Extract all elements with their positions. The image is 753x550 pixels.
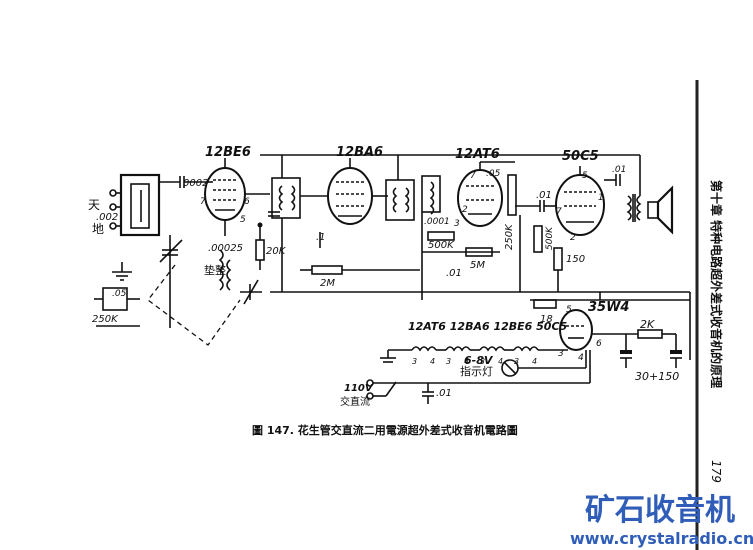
coupling-cap: .01 500K [515,190,558,253]
t1-pin-7: 7 [200,197,206,207]
res-20k-label: 20K [266,246,287,257]
res-5m-label: 5M [470,260,485,271]
res-18-label: 18 [540,314,553,325]
mains-label: 交直流 [340,395,370,408]
cap-01-out-label: .01 [612,165,626,175]
t3-pin-3: 3 [454,219,460,229]
output-transformer [626,194,642,222]
if-transformer-1 [268,177,301,219]
tube-35w4-label: 35W4 [588,300,629,315]
heater-pin-7: 3 [514,357,519,366]
gang-link [147,264,241,346]
tube-35w4: 35W4 3 5 4 6 18 [533,299,629,363]
t4-pin-5: 5 [582,171,588,181]
if-transformer-2 [385,179,415,221]
heater-pin-4: 4 [464,357,469,366]
cap-0001-label: .0001 [424,217,450,227]
t5-pin-6: 6 [596,339,602,349]
heater-string-label: 12AT6 12BA6 12BE6 50C5 [408,320,568,333]
heater-string: 12AT6 12BA6 12BE6 50C5 3 4 3 4 3 4 3 4 [380,320,568,366]
tube-12ba6-label: 12BA6 [336,145,383,160]
res-150-label: 150 [566,254,585,265]
cap-00025-mid-label: .00025 [208,243,243,254]
cap-01-line-label: .01 [436,388,452,399]
cap-05-label: .05 [486,169,501,179]
tube-12at6: 12AT6 7 2 3 .05 250K 500K .01 5M [421,147,517,300]
watermark-url: www.crystalradio.cn [570,529,753,548]
filter-section: 2K 30+150 [592,318,682,383]
heater-pin-6: 4 [498,357,503,366]
tube-50c5-label: 50C5 [562,149,599,164]
cap-01b-label: .01 [536,190,552,201]
t4-pin-2: 2 [570,233,576,243]
svg-text:.05: .05 [112,289,127,299]
res-250k-label: 250K [504,223,515,250]
antenna-section: 天 地 .002 00025 250K .05 [88,173,241,346]
mains-voltage-label: 110V [344,383,374,394]
heater-pin-5: 3 [480,357,485,366]
res-500k-label: 500K [428,240,455,251]
loop-antenna [119,173,161,237]
heater-pin-3: 3 [446,357,451,366]
cap-002-label: .002 [96,212,118,223]
pilot-lamp: 6-8V 指示灯 [460,350,587,378]
ground-label: 地 [92,222,104,236]
watermark-brand: 矿石收音机 [585,493,735,528]
t3-pin-7: 7 [470,171,476,181]
tube-12be6-label: 12BE6 [205,145,251,160]
t5-pin-3: 3 [558,349,564,359]
t5-pin-4: 4 [578,353,584,363]
detector-coil: .0001 [421,175,450,227]
res-2k-label: 2K [640,318,655,331]
t1-pin-6: 6 [244,197,250,207]
watermark: 矿石收音机 www.crystalradio.cn [570,493,753,548]
padder-label: 垫整 [204,263,226,277]
cap-30-150-label: 30+150 [635,370,679,383]
tube-50c5: 50C5 7 5 1 2 150 .01 [553,149,626,292]
t5-pin-5: 5 [566,305,572,315]
t1-pin-5: 5 [240,215,246,225]
t4-pin-1: 1 [598,193,604,203]
pilot-voltage-label: 6-8V [464,354,494,367]
speaker-icon [647,185,674,235]
pilot-lamp-label: 指示灯 [460,364,493,378]
heater-pin-1: 3 [412,357,417,366]
aerial-label: 天 [88,198,100,212]
tube-12be6: 12BE6 7 6 5 .00025 垫整 20K [200,145,287,305]
res-250k-left-label: 250K [92,314,119,325]
mains-input: 110V 交直流 .01 [340,350,591,408]
tube-12ba6: 12BA6 .1 2M [300,145,420,289]
cap-01-label: .01 [446,268,462,279]
figure-caption: 圖 147. 花生管交直流二用電源超外差式收音机電路圖 [252,423,518,437]
heater-pin-8: 4 [532,357,537,366]
page-number: 179 [709,460,723,483]
t3-pin-2: 2 [462,205,468,215]
t4-pin-7: 7 [556,207,562,217]
cap-00025-top-label: 00025 [183,178,215,189]
res-2m-label: 2M [320,278,335,289]
side-header: 第十章 特种电路超外差式收音机的原理 [709,180,724,388]
heater-pin-2: 4 [430,357,435,366]
res-500k-b-label: 500K [545,226,555,250]
